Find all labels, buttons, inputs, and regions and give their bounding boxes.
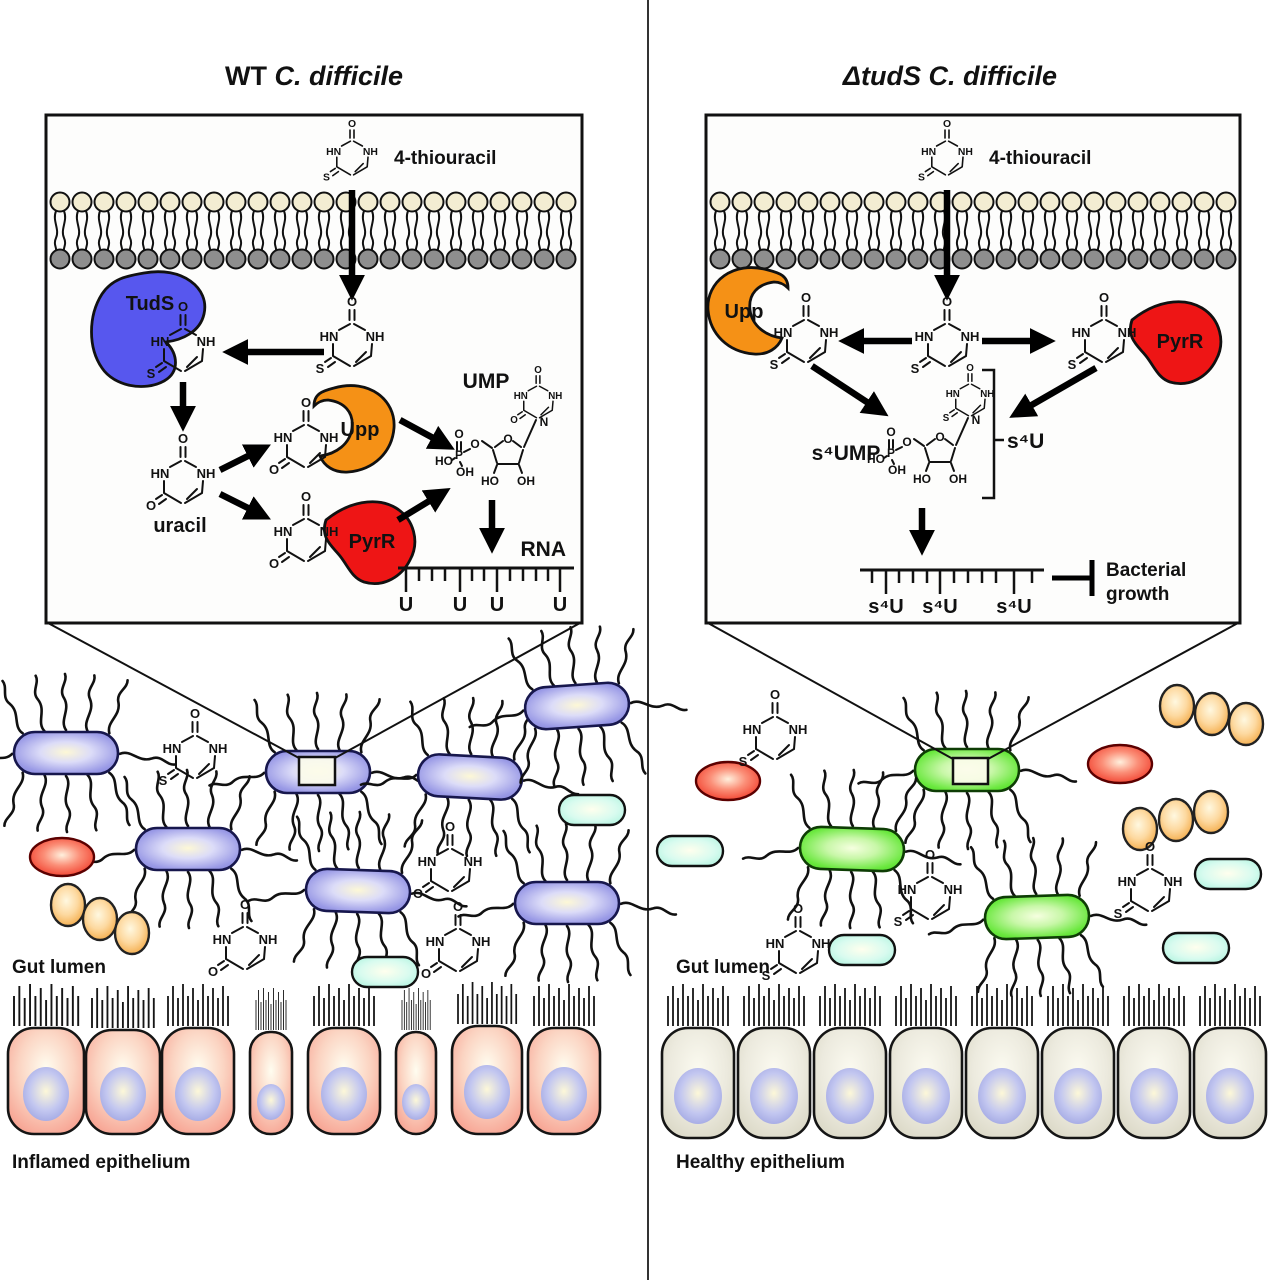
cell-nucleus (902, 1068, 950, 1124)
panel-left-wt: WT C. difficile 4-thiouracil TudS uracil… (0, 61, 692, 1173)
cell-nucleus (541, 1067, 587, 1121)
thiouracil-molecule (1112, 838, 1184, 922)
commensal-rod (557, 793, 627, 827)
cdifficile-bacterium (0, 674, 176, 832)
right-panel-title: ΔtudS C. difficile (842, 61, 1057, 91)
cell-nucleus (402, 1084, 430, 1120)
pyrr-label: PyrR (1157, 331, 1204, 353)
upp-label: Upp (725, 301, 764, 323)
commensal-coccus (1192, 789, 1230, 835)
thiouracil-molecule (892, 846, 964, 930)
left-panel-title: WT C. difficile (225, 61, 403, 91)
cell-nucleus (1206, 1068, 1254, 1124)
inflamed-epithelium: Inflamed epithelium (6, 981, 602, 1173)
epithelium-label: Healthy epithelium (676, 1152, 845, 1173)
commensal-coccus (113, 910, 151, 956)
commensal-red (1086, 743, 1154, 785)
pyrr-label: PyrR (349, 531, 396, 553)
uracil-label: uracil (153, 515, 206, 537)
rna-unit: U (399, 594, 413, 616)
s4u-bracket (982, 368, 996, 500)
cell-nucleus (674, 1068, 722, 1124)
inhibition-label-2: growth (1106, 584, 1169, 605)
rna-strand-s4u: s⁴U s⁴U s⁴U (860, 568, 1044, 618)
cell-nucleus (978, 1068, 1026, 1124)
rna-label: RNA (521, 538, 567, 561)
upp-to-ump-arrow (398, 417, 455, 450)
cdifficile-bacterium (458, 824, 676, 982)
rna-unit: U (553, 594, 567, 616)
cell-nucleus (1130, 1068, 1178, 1124)
cell-nucleus (826, 1068, 874, 1124)
substrate-label: 4-thiouracil (989, 148, 1091, 169)
magnify-line (707, 622, 954, 760)
cell-nucleus (100, 1067, 146, 1121)
commensal-coccus (1157, 797, 1195, 843)
inhibition-label-1: Bacterial (1106, 560, 1186, 581)
uracil-molecule (419, 898, 492, 982)
cell-nucleus (750, 1068, 798, 1124)
tuds-enzyme-blob (90, 270, 207, 388)
title-wt-prefix: WT (225, 61, 274, 91)
rna-unit-s4u: s⁴U (996, 596, 1031, 618)
tuds-label: TudS (126, 293, 175, 315)
healthy-epithelium: Healthy epithelium (660, 983, 1268, 1173)
commensal-coccus (1227, 701, 1265, 747)
pyrr-enzyme-blob (323, 500, 417, 585)
commensal-rod (1161, 931, 1231, 965)
cell-nucleus (23, 1067, 69, 1121)
s4ump-label: s⁴UMP (812, 442, 881, 465)
rna-unit: U (453, 594, 467, 616)
commensal-red (694, 760, 762, 802)
cell-nucleus (257, 1084, 285, 1120)
gut-lumen-label: Gut lumen (12, 957, 106, 978)
thiouracil-molecule (760, 900, 832, 984)
commensal-coccus (81, 896, 119, 942)
upp-to-s4ump-arrow (810, 363, 889, 417)
magnify-line (987, 622, 1239, 760)
rna-unit: U (490, 594, 504, 616)
cell-nucleus (175, 1067, 221, 1121)
commensal-coccus (1158, 683, 1196, 729)
commensal-rod (827, 933, 897, 967)
upp-label: Upp (341, 419, 380, 441)
ump-label: UMP (463, 370, 510, 393)
commensal-rod (655, 834, 725, 868)
epithelium-label: Inflamed epithelium (12, 1152, 190, 1173)
upp-enzyme-blob (706, 266, 790, 356)
pyrr-enzyme-blob (1129, 300, 1223, 385)
magnify-square (951, 756, 990, 786)
right-gut-lumen: Gut lumen (655, 622, 1265, 1000)
cell-nucleus (464, 1065, 510, 1119)
uracil-molecule (411, 818, 484, 902)
rna-unit-s4u: s⁴U (922, 596, 957, 618)
commensal-coccus (1193, 691, 1231, 737)
thiouracil-molecule (737, 686, 809, 770)
growth-inhibition: Bacterial growth (1052, 560, 1186, 605)
magnify-line (47, 622, 300, 759)
commensal-rod (1193, 857, 1263, 891)
uracil-to-upp-arrow (218, 444, 271, 473)
s4u-label: s⁴U (1007, 430, 1044, 453)
upp-enzyme-blob (312, 384, 396, 474)
rna-strand: RNA U U U U (398, 538, 574, 616)
commensal-coccus (49, 882, 87, 928)
cell-nucleus (321, 1067, 367, 1121)
substrate-label: 4-thiouracil (394, 148, 496, 169)
rna-unit-s4u: s⁴U (868, 596, 903, 618)
pyrr-to-s4ump-arrow (1009, 365, 1098, 418)
title-species: C. difficile (274, 61, 403, 91)
magnify-line (334, 622, 581, 759)
left-gut-lumen: Gut lumen (0, 620, 692, 989)
commensal-rod (350, 955, 420, 989)
gut-lumen-label: Gut lumen (676, 957, 770, 978)
pyrr-to-ump-arrow (396, 487, 451, 523)
uracil-to-pyrr-arrow (218, 491, 271, 520)
commensal-red (28, 836, 96, 878)
magnify-square (297, 755, 337, 787)
panel-right-mutant: ΔtudS C. difficile 4-thiouracil Upp PyrR… (655, 61, 1268, 1173)
cell-nucleus (1054, 1068, 1102, 1124)
